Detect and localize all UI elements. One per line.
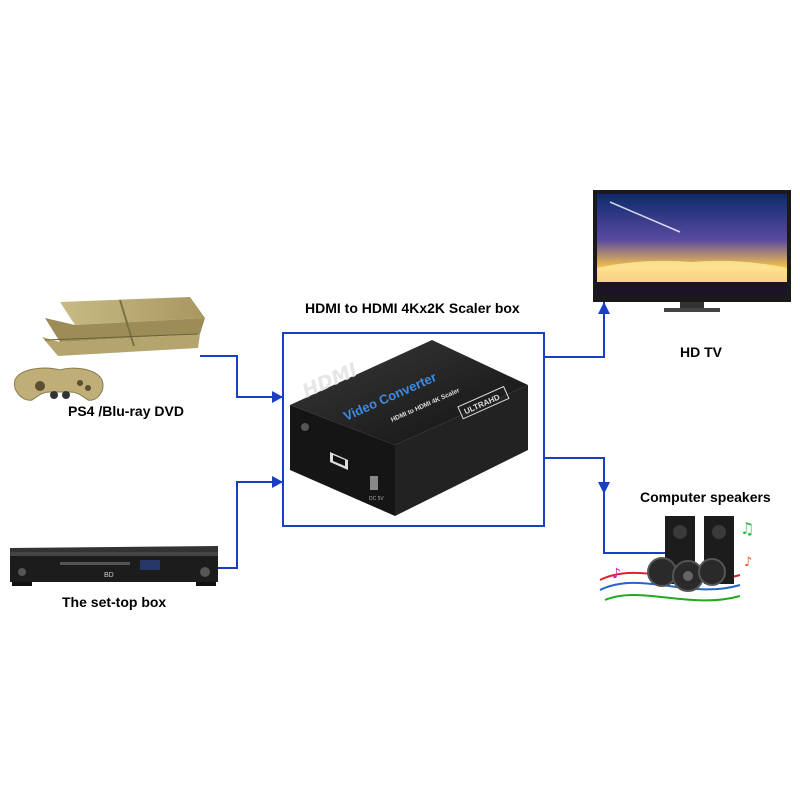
music-note-icon: ♪ bbox=[744, 555, 752, 570]
scaler-box-title: HDMI to HDMI 4Kx2K Scaler box bbox=[305, 300, 520, 316]
connector-lines bbox=[200, 302, 665, 569]
music-note-icon: ♫ bbox=[740, 519, 754, 538]
audio-jack-icon bbox=[301, 423, 309, 431]
connector-speakers-lower bbox=[603, 494, 665, 554]
power-port-icon bbox=[370, 476, 378, 490]
arrow-tv bbox=[598, 302, 610, 314]
speaker-cone-icon bbox=[647, 557, 677, 587]
player-display-text: BD bbox=[104, 572, 114, 579]
scaler-frame bbox=[282, 332, 545, 527]
computer-speakers-illustration: ♪ ♫ ♪ bbox=[599, 516, 754, 602]
label-computer-speakers: Computer speakers bbox=[640, 489, 771, 505]
arrow-ps4 bbox=[272, 391, 283, 403]
connector-ps4 bbox=[200, 355, 283, 398]
connector-settop bbox=[218, 481, 283, 569]
gamepad-icon bbox=[14, 367, 104, 401]
settop-box-illustration: BD bbox=[10, 546, 218, 586]
power-port-label: DC 5V bbox=[369, 496, 384, 502]
label-ps4-bluray: PS4 /Blu-ray DVD bbox=[68, 403, 184, 419]
video-converter-device: HDMI Video Converter HDMI to HDMI 4K Sca… bbox=[290, 340, 528, 516]
label-hd-tv: HD TV bbox=[680, 344, 722, 360]
hd-tv-illustration bbox=[593, 190, 791, 312]
speaker-cone-icon bbox=[698, 558, 726, 586]
ps4-console-illustration bbox=[14, 297, 205, 401]
music-note-icon: ♪ bbox=[612, 566, 621, 582]
label-settop-box: The set-top box bbox=[62, 594, 167, 610]
connector-tv bbox=[544, 302, 605, 358]
connector-speakers bbox=[544, 457, 605, 494]
arrow-settop bbox=[272, 476, 283, 488]
arrow-speakers bbox=[598, 482, 610, 494]
